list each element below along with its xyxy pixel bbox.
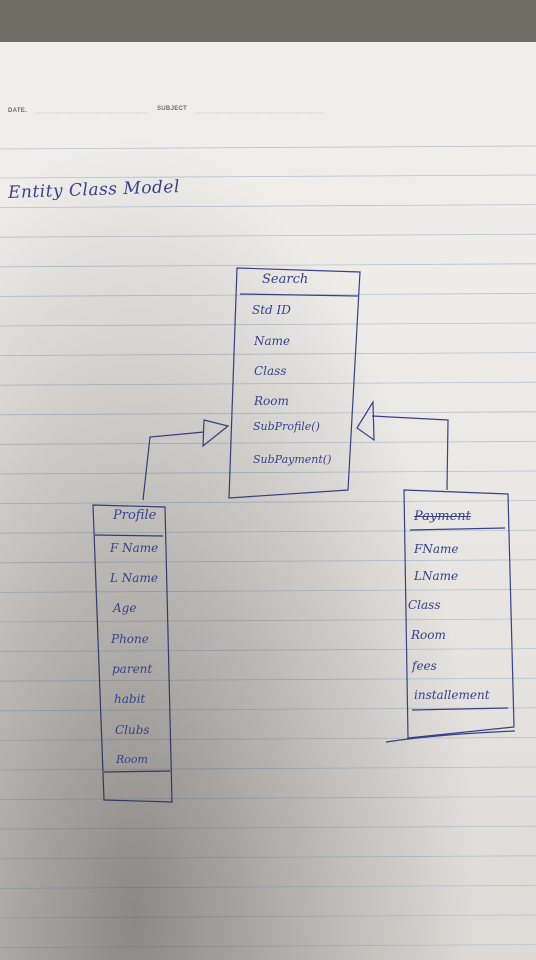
payment-title-divider bbox=[409, 527, 506, 531]
rule-line bbox=[0, 885, 536, 889]
rule-line bbox=[0, 618, 536, 623]
profile-attr: parent bbox=[112, 662, 153, 676]
rule-line bbox=[0, 322, 536, 327]
profile-bottom-divider bbox=[103, 770, 171, 773]
ruled-lines bbox=[0, 145, 536, 948]
payment-attr: fees bbox=[412, 659, 437, 673]
rule-line bbox=[0, 855, 536, 860]
payment-class-box bbox=[385, 489, 516, 743]
rule-line bbox=[0, 559, 536, 564]
profile-class-box bbox=[92, 504, 173, 803]
rule-line bbox=[0, 796, 536, 800]
search-class-box bbox=[228, 267, 361, 499]
rule-line bbox=[0, 145, 536, 150]
profile-attr: F Name bbox=[110, 541, 159, 555]
payment-attr: Room bbox=[411, 628, 446, 642]
rule-line bbox=[0, 500, 536, 504]
profile-attr: Room bbox=[116, 753, 148, 766]
rule-line bbox=[0, 677, 536, 682]
search-attr: Name bbox=[254, 334, 291, 348]
rule-line bbox=[0, 204, 536, 208]
rule-line bbox=[0, 944, 536, 948]
rule-line bbox=[0, 411, 536, 416]
search-attr: Class bbox=[254, 364, 287, 378]
rule-line bbox=[0, 766, 536, 771]
payment-attr: Class bbox=[408, 598, 441, 612]
rule-line bbox=[0, 648, 536, 652]
profile-class-name: Profile bbox=[113, 508, 157, 523]
search-title-divider bbox=[239, 293, 359, 297]
profile-inheritance-arrow bbox=[142, 419, 230, 501]
payment-bottom-divider bbox=[411, 707, 509, 711]
search-class-name: Search bbox=[262, 272, 309, 287]
payment-attr: LName bbox=[414, 569, 459, 583]
rule-line bbox=[0, 352, 536, 356]
rule-line bbox=[0, 174, 536, 179]
rule-line bbox=[0, 263, 536, 268]
rule-line bbox=[0, 470, 536, 475]
profile-attr: Clubs bbox=[115, 723, 150, 737]
rule-line bbox=[0, 825, 536, 830]
rule-line bbox=[0, 707, 536, 712]
profile-attr: Phone bbox=[111, 632, 149, 646]
subject-label: SUBJECT bbox=[157, 106, 188, 112]
search-attr: SubProfile() bbox=[253, 420, 320, 433]
payment-class-name: Payment bbox=[414, 509, 471, 524]
profile-attr: habit bbox=[114, 692, 146, 706]
profile-attr: Age bbox=[113, 601, 137, 615]
profile-title-divider bbox=[94, 534, 164, 537]
rule-line bbox=[0, 381, 536, 386]
search-attr: Std ID bbox=[252, 303, 291, 317]
search-attr: SubPayment() bbox=[253, 453, 332, 466]
payment-underline bbox=[385, 730, 516, 743]
payment-attr: installement bbox=[414, 688, 490, 702]
date-label: DATE. bbox=[8, 108, 28, 114]
rule-line bbox=[0, 737, 536, 741]
rule-line bbox=[0, 233, 536, 238]
profile-attr: L Name bbox=[110, 571, 158, 585]
rule-line bbox=[0, 441, 536, 445]
rule-line bbox=[0, 529, 536, 534]
search-attr: Room bbox=[254, 394, 289, 408]
payment-inheritance-arrow bbox=[356, 399, 449, 491]
rule-line bbox=[0, 914, 536, 919]
payment-attr: FName bbox=[414, 542, 459, 556]
rule-line bbox=[0, 589, 536, 593]
